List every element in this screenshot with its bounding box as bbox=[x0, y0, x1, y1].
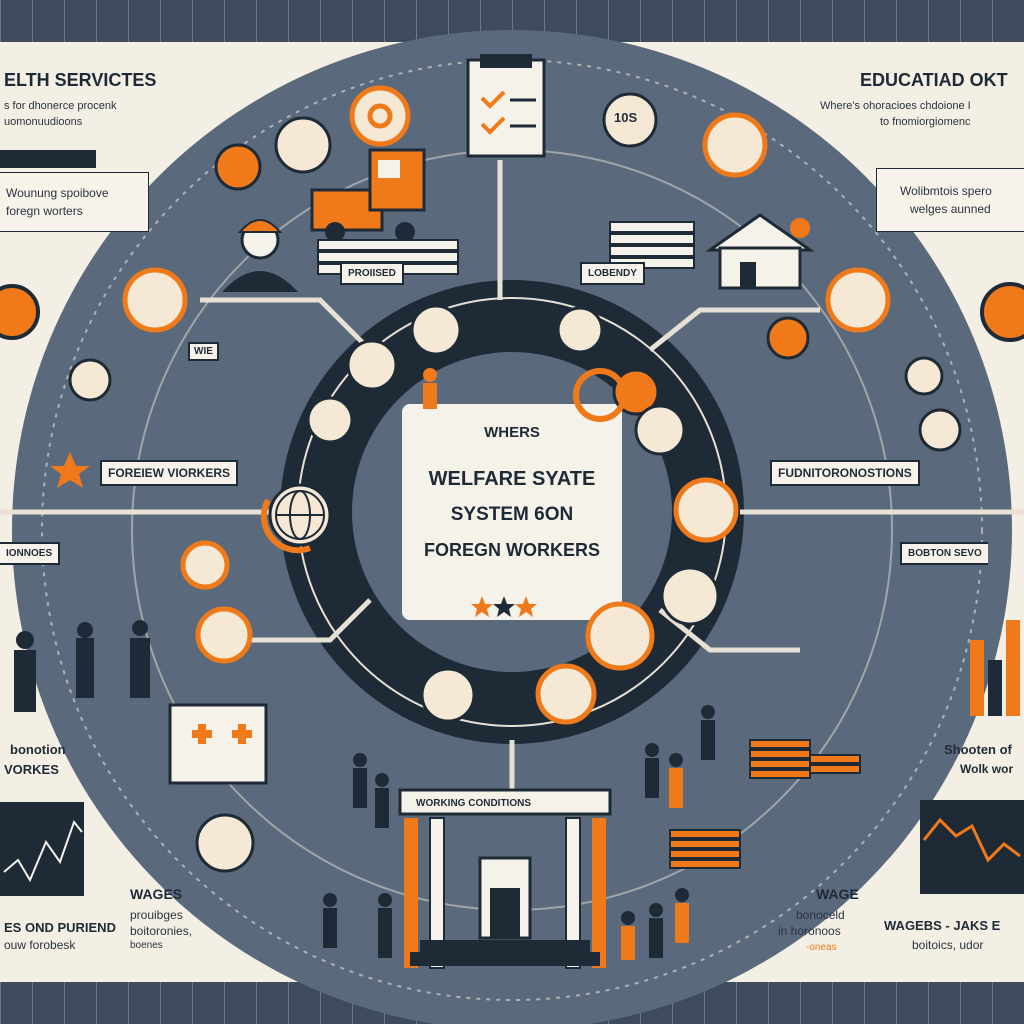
sign-wie: WIE bbox=[188, 342, 219, 361]
clipboard-icon bbox=[466, 54, 546, 158]
label-clipboard: WORKERS bbox=[480, 72, 517, 79]
label-lobendy: LOBENDY bbox=[580, 262, 645, 285]
house-icon bbox=[705, 213, 815, 290]
line-chart-left bbox=[0, 802, 84, 896]
bottom-left-heading2: VORKES bbox=[4, 762, 59, 777]
label-provided: PROIISED bbox=[340, 262, 404, 285]
worker-icon bbox=[222, 219, 298, 292]
line-chart-right bbox=[920, 800, 1024, 894]
top-left-heading: ELTH SERVICTES bbox=[4, 70, 157, 90]
top-grid-band bbox=[0, 0, 1024, 42]
bottom-right-heading1: Shooten of bbox=[944, 742, 1012, 757]
top-right-heading: EDUCATIAD OKT bbox=[860, 70, 1008, 90]
bar-chart-icon bbox=[970, 620, 1020, 716]
badge-10s: 10S bbox=[614, 110, 638, 125]
top-left-sub1: s for dhonerce procenk bbox=[4, 100, 117, 112]
top-right-sub1: Where's ohoracioes chdoione I bbox=[820, 100, 971, 112]
bottom-left-line2: ouw forobesk bbox=[4, 938, 76, 952]
bottom-left-sub2: boitoronies, bbox=[130, 924, 193, 938]
bottom-right-wage: WAGE bbox=[816, 886, 859, 902]
top-right-note2: welges aunned bbox=[910, 202, 991, 216]
bottom-left-wages: WAGES bbox=[130, 886, 183, 902]
left-side-label: IONNOES bbox=[0, 542, 61, 565]
bottom-left-heading1: bonotion bbox=[10, 742, 66, 757]
top-left-bar bbox=[0, 150, 96, 168]
bottom-left-line1: ES OND PURIEND bbox=[4, 920, 116, 935]
center-panel bbox=[402, 404, 622, 620]
top-left-note1: Wounung spoibove bbox=[6, 186, 109, 200]
bottom-right-right1: WAGEBS - JAKS E bbox=[884, 918, 1001, 933]
center-kicker: WHERS bbox=[484, 424, 540, 441]
top-right-sub2: to fnomiorgiomenc bbox=[880, 116, 971, 128]
government-building-icon bbox=[398, 788, 612, 969]
star-icon bbox=[50, 452, 90, 488]
top-left-note-box bbox=[0, 172, 149, 232]
label-foreign-workers: FOREIEW VIORKERS bbox=[100, 460, 239, 486]
center-title-line2: SYSTEM 6ON bbox=[450, 504, 574, 525]
bottom-right-sub1: bonoceld bbox=[796, 908, 845, 922]
top-right-note-box bbox=[876, 168, 1024, 232]
center-title-line1: WELFARE SYATE bbox=[428, 468, 596, 490]
bottom-right-sub3: -oneas bbox=[806, 942, 837, 953]
bottom-right-right2: boitoics, udor bbox=[912, 938, 984, 952]
globe-icon bbox=[260, 490, 325, 554]
top-left-sub2: uomonuudioons bbox=[4, 116, 83, 128]
top-right-note1: Wolibmtois spero bbox=[900, 184, 992, 198]
right-side-label: BOBTON SEVO bbox=[900, 542, 988, 565]
rating-stars bbox=[471, 596, 537, 617]
bottom-left-sub3: boenes bbox=[130, 940, 163, 951]
truck-icon bbox=[310, 148, 426, 242]
medical-box-icon bbox=[168, 703, 268, 785]
icon-circle-group bbox=[0, 85, 1024, 873]
bottom-right-sub2: in horonoos bbox=[778, 924, 841, 938]
label-fudnitoronostions: FUDNITORONOSTIONS bbox=[770, 460, 920, 486]
label-working-conditions: WORKING CONDITIONS bbox=[416, 798, 531, 809]
bottom-right-heading2: Wolk wor bbox=[960, 762, 1014, 776]
center-title-line3: FOREGN WORKERS bbox=[423, 540, 600, 560]
bottom-left-sub1: prouibges bbox=[130, 908, 183, 922]
top-left-note2: foregn worters bbox=[6, 204, 83, 218]
people-silhouettes bbox=[14, 368, 715, 960]
coin-stack-icon bbox=[669, 739, 861, 869]
